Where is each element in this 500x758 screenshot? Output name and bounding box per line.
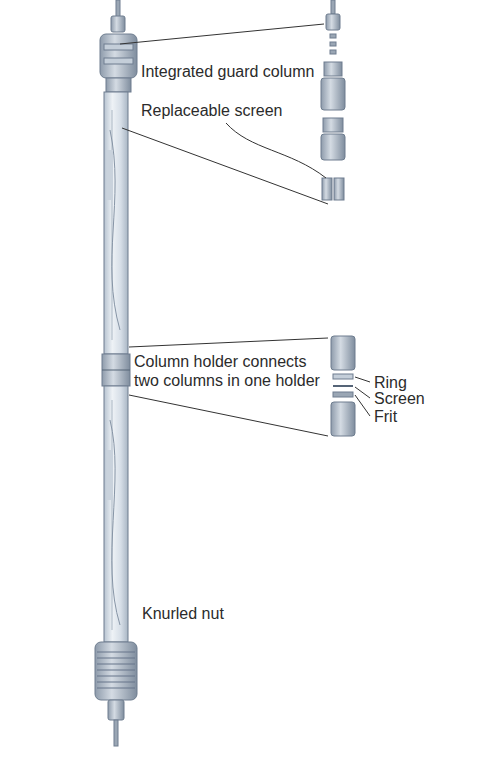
part-label: Replaceable screen [141,101,282,120]
exploded-guard-parts [321,0,345,200]
part-label: Integrated guard column [141,62,314,81]
part-label: Screen [374,389,425,408]
part-label: Knurled nut [142,604,224,623]
part-label: Frit [374,407,397,426]
part-label: Column holder connects two columns in on… [134,352,326,390]
leader-lines [120,24,370,436]
exploded-holder-parts [331,336,355,436]
part-label: Ring [374,373,407,392]
column-assembly [95,0,137,746]
